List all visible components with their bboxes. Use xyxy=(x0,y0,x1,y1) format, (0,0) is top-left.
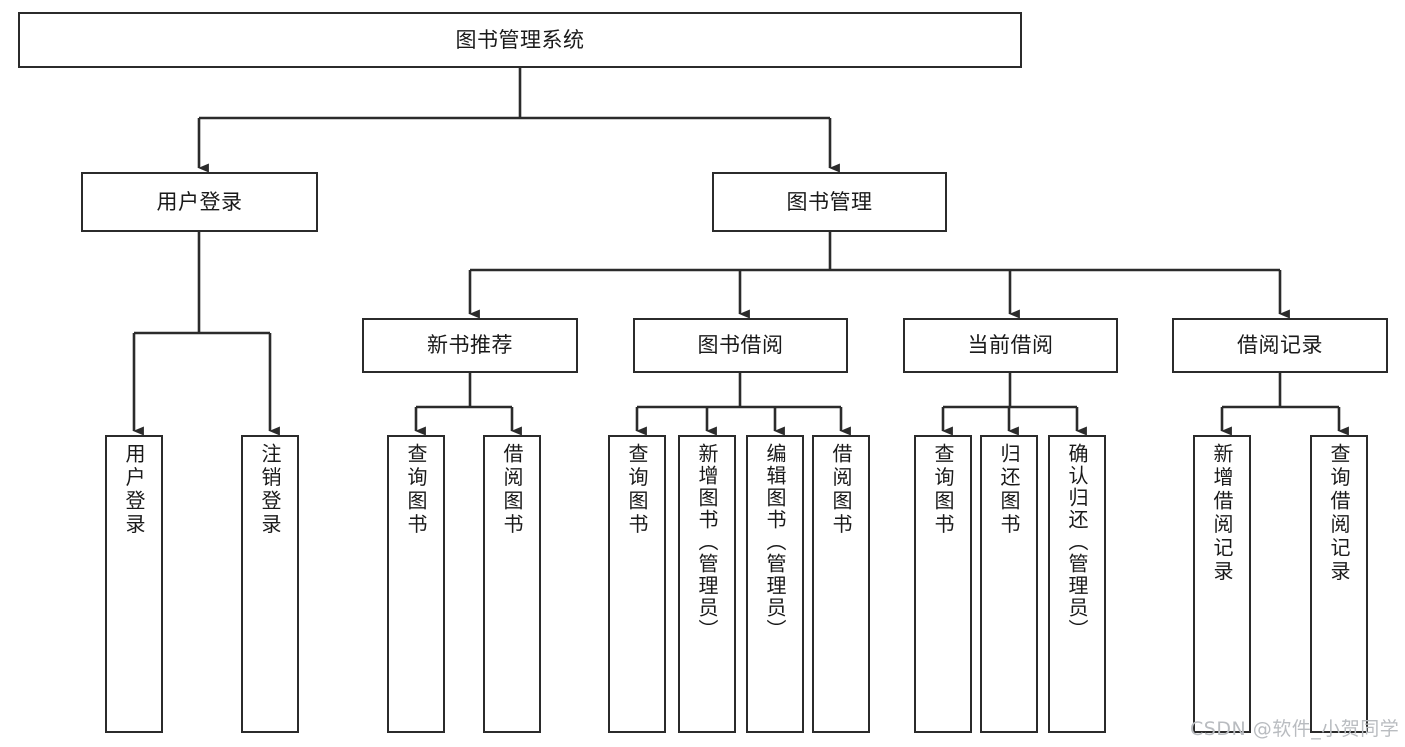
node-user-login-label: 用户登录 xyxy=(156,189,243,214)
node-root-label: 图书管理系统 xyxy=(455,27,585,52)
node-leaf-query-book-rec[interactable]: 查询图书 xyxy=(387,435,445,733)
node-leaf-edit-book-label: 编辑图书（管理员） xyxy=(763,443,787,641)
node-new-book-recommend-label: 新书推荐 xyxy=(427,333,513,358)
node-leaf-query-book-borrow-label: 查询图书 xyxy=(625,443,649,537)
node-leaf-add-book[interactable]: 新增图书（管理员） xyxy=(678,435,736,733)
node-leaf-add-book-label: 新增图书（管理员） xyxy=(695,443,719,641)
node-leaf-borrow-book-rec[interactable]: 借阅图书 xyxy=(483,435,541,733)
node-current-borrow[interactable]: 当前借阅 xyxy=(903,318,1118,373)
node-leaf-logout-label: 注销登录 xyxy=(258,443,282,537)
node-leaf-confirm-return[interactable]: 确认归还（管理员） xyxy=(1048,435,1106,733)
node-leaf-borrow-book-rec-label: 借阅图书 xyxy=(500,443,524,537)
node-leaf-user-login[interactable]: 用户登录 xyxy=(105,435,163,733)
node-borrow-record[interactable]: 借阅记录 xyxy=(1172,318,1388,373)
node-leaf-query-borrow-record-label: 查询借阅记录 xyxy=(1327,443,1351,584)
node-user-login[interactable]: 用户登录 xyxy=(81,172,318,232)
node-book-borrow-label: 图书借阅 xyxy=(697,333,784,358)
node-new-book-recommend[interactable]: 新书推荐 xyxy=(362,318,578,373)
node-leaf-query-book-rec-label: 查询图书 xyxy=(404,443,428,537)
node-leaf-query-book-current[interactable]: 查询图书 xyxy=(914,435,972,733)
node-leaf-borrow-book-label: 借阅图书 xyxy=(829,443,853,537)
node-leaf-query-book-current-label: 查询图书 xyxy=(931,443,955,537)
node-current-borrow-label: 当前借阅 xyxy=(967,333,1054,358)
node-leaf-logout[interactable]: 注销登录 xyxy=(241,435,299,733)
node-book-manage-label: 图书管理 xyxy=(786,189,873,214)
node-root[interactable]: 图书管理系统 xyxy=(18,12,1022,68)
node-leaf-borrow-book[interactable]: 借阅图书 xyxy=(812,435,870,733)
node-leaf-query-borrow-record[interactable]: 查询借阅记录 xyxy=(1310,435,1368,733)
node-book-manage[interactable]: 图书管理 xyxy=(712,172,947,232)
node-leaf-user-login-label: 用户登录 xyxy=(122,443,146,537)
node-leaf-return-book-label: 归还图书 xyxy=(997,443,1021,537)
node-leaf-add-borrow-record[interactable]: 新增借阅记录 xyxy=(1193,435,1251,733)
node-leaf-edit-book[interactable]: 编辑图书（管理员） xyxy=(746,435,804,733)
node-leaf-confirm-return-label: 确认归还（管理员） xyxy=(1065,443,1089,641)
node-leaf-query-book-borrow[interactable]: 查询图书 xyxy=(608,435,666,733)
node-borrow-record-label: 借阅记录 xyxy=(1237,333,1323,358)
node-book-borrow[interactable]: 图书借阅 xyxy=(633,318,848,373)
node-leaf-add-borrow-record-label: 新增借阅记录 xyxy=(1210,443,1234,584)
node-leaf-return-book[interactable]: 归还图书 xyxy=(980,435,1038,733)
